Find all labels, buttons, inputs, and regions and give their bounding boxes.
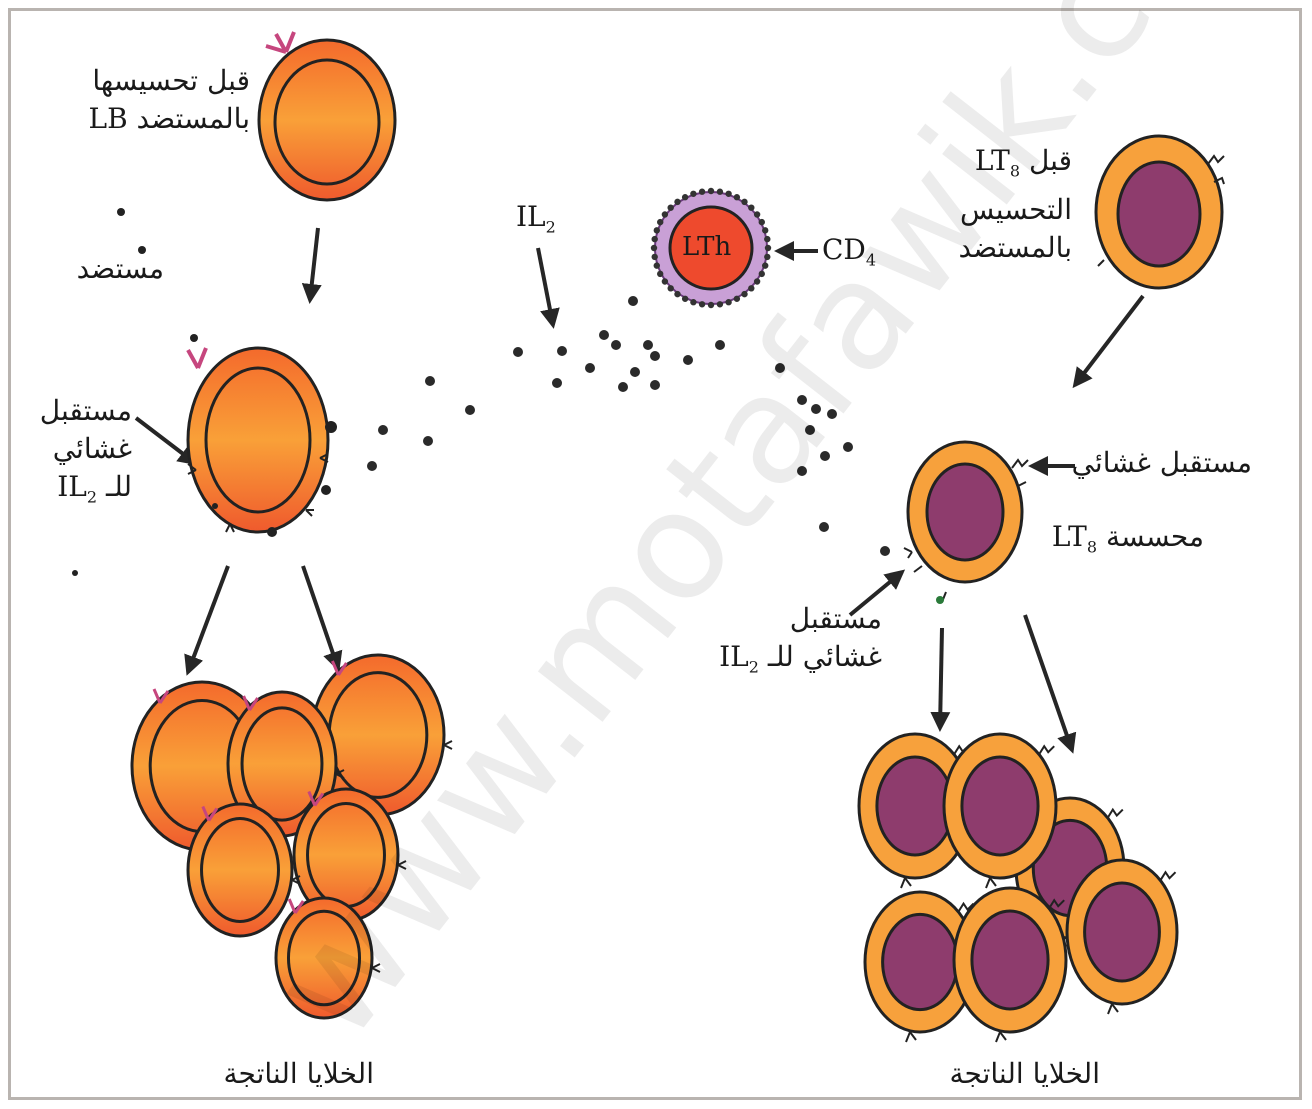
result-cells-left — [132, 655, 452, 1018]
cd4-marker — [754, 211, 760, 217]
arrow-lt8-to-result-right-a — [940, 628, 942, 728]
cd4-marker — [674, 199, 680, 205]
cd4-marker — [657, 219, 663, 225]
label-cd4: CD4 — [822, 231, 876, 280]
label-result-left: الخلايا الناتجة — [224, 1055, 375, 1093]
label-lt8-membrane-receptor: مستقبل غشائي — [1072, 444, 1252, 482]
cd4-marker — [699, 301, 705, 307]
arrow-lb-to-result-left-a — [188, 566, 228, 672]
cd4-marker — [764, 236, 770, 242]
cd4-marker — [662, 211, 668, 217]
arrow-il2-label — [538, 248, 553, 325]
cd4-marker — [741, 291, 747, 297]
cd4-marker — [708, 188, 714, 194]
result-cells-right — [859, 734, 1177, 1042]
cd4-marker — [762, 227, 768, 233]
cd4-marker — [690, 299, 696, 305]
result-lt8-cell — [954, 888, 1066, 1042]
cd4-marker — [759, 219, 765, 225]
cd4-marker — [667, 285, 673, 291]
cd4-marker — [654, 227, 660, 233]
cd4-marker — [717, 301, 723, 307]
label-lb-il2-receptor: مستقبل غشائي للـ IL2 — [40, 392, 132, 517]
cd4-marker — [654, 262, 660, 268]
label-antigen: مستضد — [77, 250, 164, 288]
cd4-marker — [725, 191, 731, 197]
cd4-marker — [682, 296, 688, 302]
lb-bcr-receptor — [266, 32, 294, 52]
cd4-marker — [754, 278, 760, 284]
cd4-marker — [741, 199, 747, 205]
cd4-marker — [674, 291, 680, 297]
result-lt8-cell — [1067, 860, 1177, 1014]
label-lt8-sensitized: محسسة LT8 — [1052, 518, 1204, 567]
arrow-lb-before-to-lb — [310, 228, 318, 300]
cd4-marker — [662, 278, 668, 284]
cd4-marker — [762, 262, 768, 268]
cd4-marker — [734, 194, 740, 200]
cd4-marker — [759, 271, 765, 277]
cd4-marker — [708, 302, 714, 308]
lt8-sensitized-cell — [904, 442, 1028, 604]
cd4-marker — [748, 204, 754, 210]
cd4-marker — [667, 204, 673, 210]
cd4-marker — [764, 254, 770, 260]
arrow-lb-il2-receptor-label — [136, 418, 195, 463]
lb-before-cell — [259, 32, 395, 200]
cd4-marker — [765, 245, 771, 251]
arrow-lt8-to-result-right-b — [1025, 615, 1072, 750]
label-lth: LTh — [682, 228, 731, 266]
cd4-marker — [717, 189, 723, 195]
cd4-marker — [690, 191, 696, 197]
cd4-marker — [652, 236, 658, 242]
lt8-before-cell — [1096, 136, 1224, 288]
label-lb-before: قبل تحسيسها بالمستضد LB — [88, 62, 250, 138]
cd4-marker — [734, 296, 740, 302]
label-lt8-il2-receptor: مستقبل غشائي للـ IL2 — [719, 600, 882, 687]
cd4-marker — [748, 285, 754, 291]
arrow-lt8-before-to-lt8 — [1075, 296, 1143, 385]
il2-molecules — [367, 296, 890, 556]
label-il2: IL2 — [516, 198, 556, 247]
cd4-marker — [652, 254, 658, 260]
label-lt8-before: قبل LT8 التحسيس بالمستضد — [959, 142, 1072, 267]
label-result-right: الخلايا الناتجة — [950, 1055, 1101, 1093]
cd4-marker — [651, 245, 657, 251]
cd4-marker — [682, 194, 688, 200]
arrow-lb-to-result-left-b — [303, 566, 338, 668]
lb-activated-cell — [188, 334, 337, 537]
cd4-marker — [657, 271, 663, 277]
cd4-marker — [725, 299, 731, 305]
cd4-marker — [699, 189, 705, 195]
